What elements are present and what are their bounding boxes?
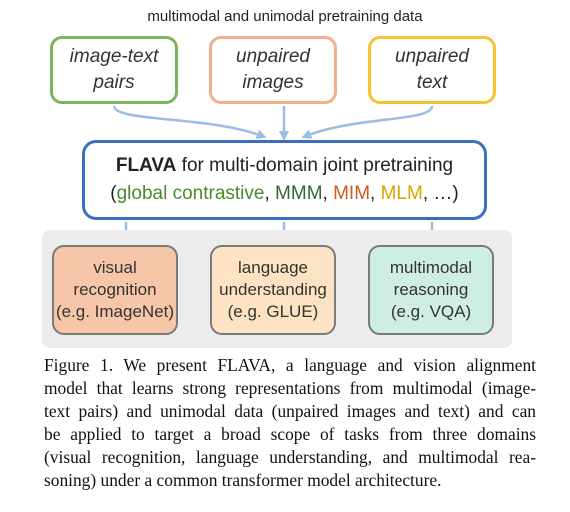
caption-line: (visual recognition, language understand…	[44, 447, 536, 467]
task-label-line1: language	[238, 258, 308, 277]
model-title-line: FLAVA for multi-domain joint pretraining	[116, 152, 453, 180]
figure-caption: Figure 1. We present FLAVA, a language a…	[44, 354, 536, 492]
objective-mim: MIM	[333, 183, 371, 204]
input-label-line1: image-text	[69, 46, 159, 67]
model-name: FLAVA	[115, 155, 177, 176]
task-label-line2: reasoning	[393, 280, 469, 299]
flava-model-box: FLAVA for multi-domain joint pretraining…	[82, 140, 487, 220]
input-box-unpaired-text: unpaired text	[368, 36, 496, 104]
task-box-multimodal-reasoning: multimodal reasoning (e.g. VQA)	[368, 245, 494, 335]
input-label-line1: unpaired	[395, 46, 469, 67]
objective-separator: ,	[422, 183, 434, 204]
input-label-line2: text	[416, 72, 448, 93]
task-label-line1: multimodal	[389, 258, 473, 277]
arrow-image-text-to-flava	[112, 105, 267, 139]
arrow-unpaired-text-to-flava	[301, 105, 434, 139]
task-label-line1: visual	[93, 258, 137, 277]
objectives-open-paren: (	[110, 183, 117, 204]
input-label-line2: pairs	[93, 72, 135, 93]
objectives-line: (global contrastive, MMM, MIM, MLM, …)	[110, 180, 458, 208]
objectives-ellipsis: …)	[433, 183, 459, 204]
caption-line: be applied to target a broad scope of ta…	[44, 424, 536, 444]
objective-separator: ,	[322, 183, 334, 204]
objective-separator: ,	[264, 183, 276, 204]
input-label-line2: images	[242, 72, 304, 93]
objective-mlm: MLM	[380, 183, 423, 204]
caption-line: soning) under a common transformer model…	[44, 470, 442, 490]
input-label-line1: unpaired	[236, 46, 310, 67]
task-example: (e.g. GLUE)	[227, 302, 319, 321]
objective-separator: ,	[370, 183, 381, 204]
caption-line: model that learns strong representations…	[44, 378, 536, 398]
objective-mmm: MMM	[275, 183, 323, 204]
caption-line: Figure 1. We present FLAVA, a language a…	[44, 355, 536, 375]
pretraining-data-label: multimodal and unimodal pretraining data	[147, 8, 423, 25]
model-description: for multi-domain joint pretraining	[176, 155, 454, 176]
task-example: (e.g. VQA)	[390, 302, 472, 321]
objective-global-contrastive: global contrastive	[116, 183, 265, 204]
task-label-line2: understanding	[219, 280, 327, 299]
task-box-visual-recognition: visual recognition (e.g. ImageNet)	[52, 245, 178, 335]
input-box-unpaired-images: unpaired images	[209, 36, 337, 104]
input-box-image-text-pairs: image-text pairs	[50, 36, 178, 104]
caption-line: text pairs) and unimodal data (unpaired …	[44, 401, 536, 421]
task-box-language-understanding: language understanding (e.g. GLUE)	[210, 245, 336, 335]
task-label-line2: recognition	[73, 280, 157, 299]
task-example: (e.g. ImageNet)	[55, 302, 175, 321]
